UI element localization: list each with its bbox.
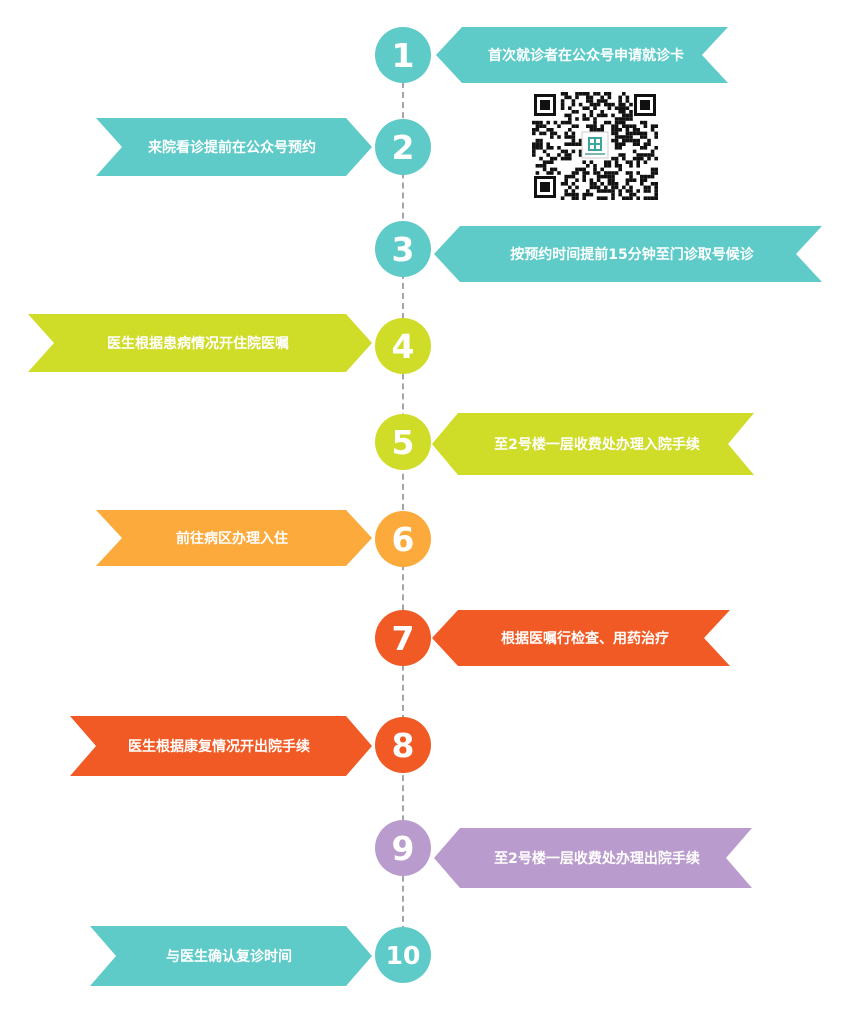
step-6-number: 6 [375, 511, 431, 567]
step-7-number: 7 [375, 610, 431, 666]
step-6-banner: 前往病区办理入住 [96, 510, 372, 566]
step-8-number: 8 [375, 717, 431, 773]
qr-code-icon [532, 92, 658, 200]
step-9-banner: 至2号楼一层收费处办理出院手续 [434, 828, 752, 888]
step-9-number: 9 [375, 820, 431, 876]
step-5-banner: 至2号楼一层收费处办理入院手续 [432, 413, 754, 475]
step-3-banner: 按预约时间提前15分钟至门诊取号候诊 [434, 226, 822, 282]
step-2-number: 2 [375, 119, 431, 175]
step-2-banner: 来院看诊提前在公众号预约 [96, 118, 372, 176]
step-1-number: 1 [375, 27, 431, 83]
step-3-number: 3 [375, 221, 431, 277]
step-4-number: 4 [375, 318, 431, 374]
step-4-banner: 医生根据患病情况开住院医嘱 [28, 314, 372, 372]
step-7-banner: 根据医嘱行检查、用药治疗 [432, 610, 730, 666]
step-5-number: 5 [375, 414, 431, 470]
step-8-banner: 医生根据康复情况开出院手续 [70, 716, 372, 776]
step-1-banner: 首次就诊者在公众号申请就诊卡 [436, 27, 728, 83]
step-10-banner: 与医生确认复诊时间 [90, 926, 372, 986]
step-10-number: 10 [375, 927, 431, 983]
